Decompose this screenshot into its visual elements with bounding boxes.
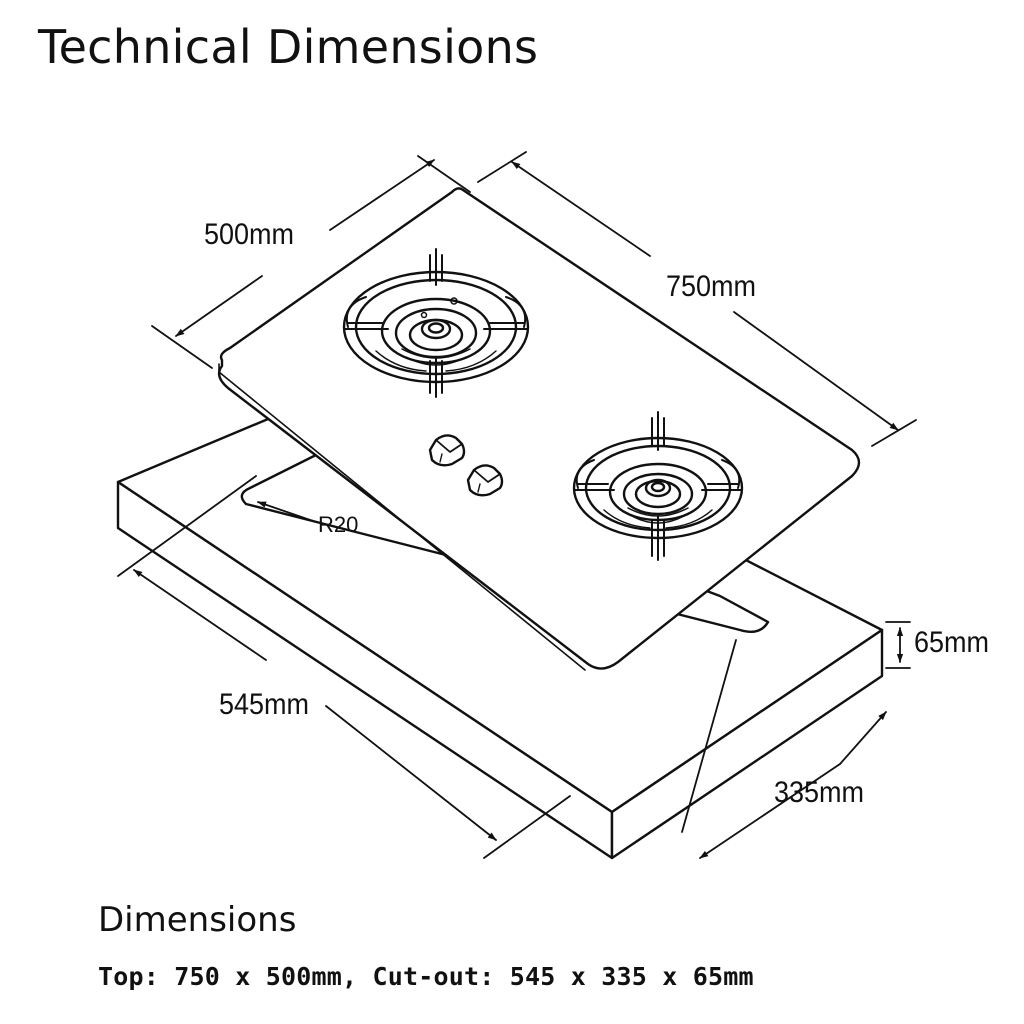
- dimension-line-65: [885, 621, 911, 669]
- glass-top-plate: [217, 187, 861, 671]
- knob-icon: [466, 464, 504, 497]
- dimension-line-500: [151, 155, 471, 369]
- knob-icon: [428, 434, 466, 467]
- dimension-line-545: [117, 475, 571, 859]
- label-corner-radius: R20: [318, 512, 359, 537]
- radius-leader: [257, 501, 317, 523]
- label-cutout-height: 65mm: [914, 626, 990, 659]
- dimension-line-750: [477, 151, 917, 447]
- label-cutout-depth: 335mm: [774, 776, 865, 809]
- burner-icon: [342, 248, 530, 398]
- dimension-line-335: [681, 639, 887, 859]
- label-top-width: 750mm: [666, 270, 757, 303]
- page-title: Technical Dimensions: [38, 20, 539, 74]
- summary-text: Top: 750 x 500mm, Cut-out: 545 x 335 x 6…: [98, 962, 754, 991]
- burner-icon: [572, 411, 744, 561]
- summary-heading: Dimensions: [98, 900, 297, 940]
- label-cutout-width: 545mm: [219, 688, 310, 721]
- label-top-depth: 500mm: [204, 218, 295, 251]
